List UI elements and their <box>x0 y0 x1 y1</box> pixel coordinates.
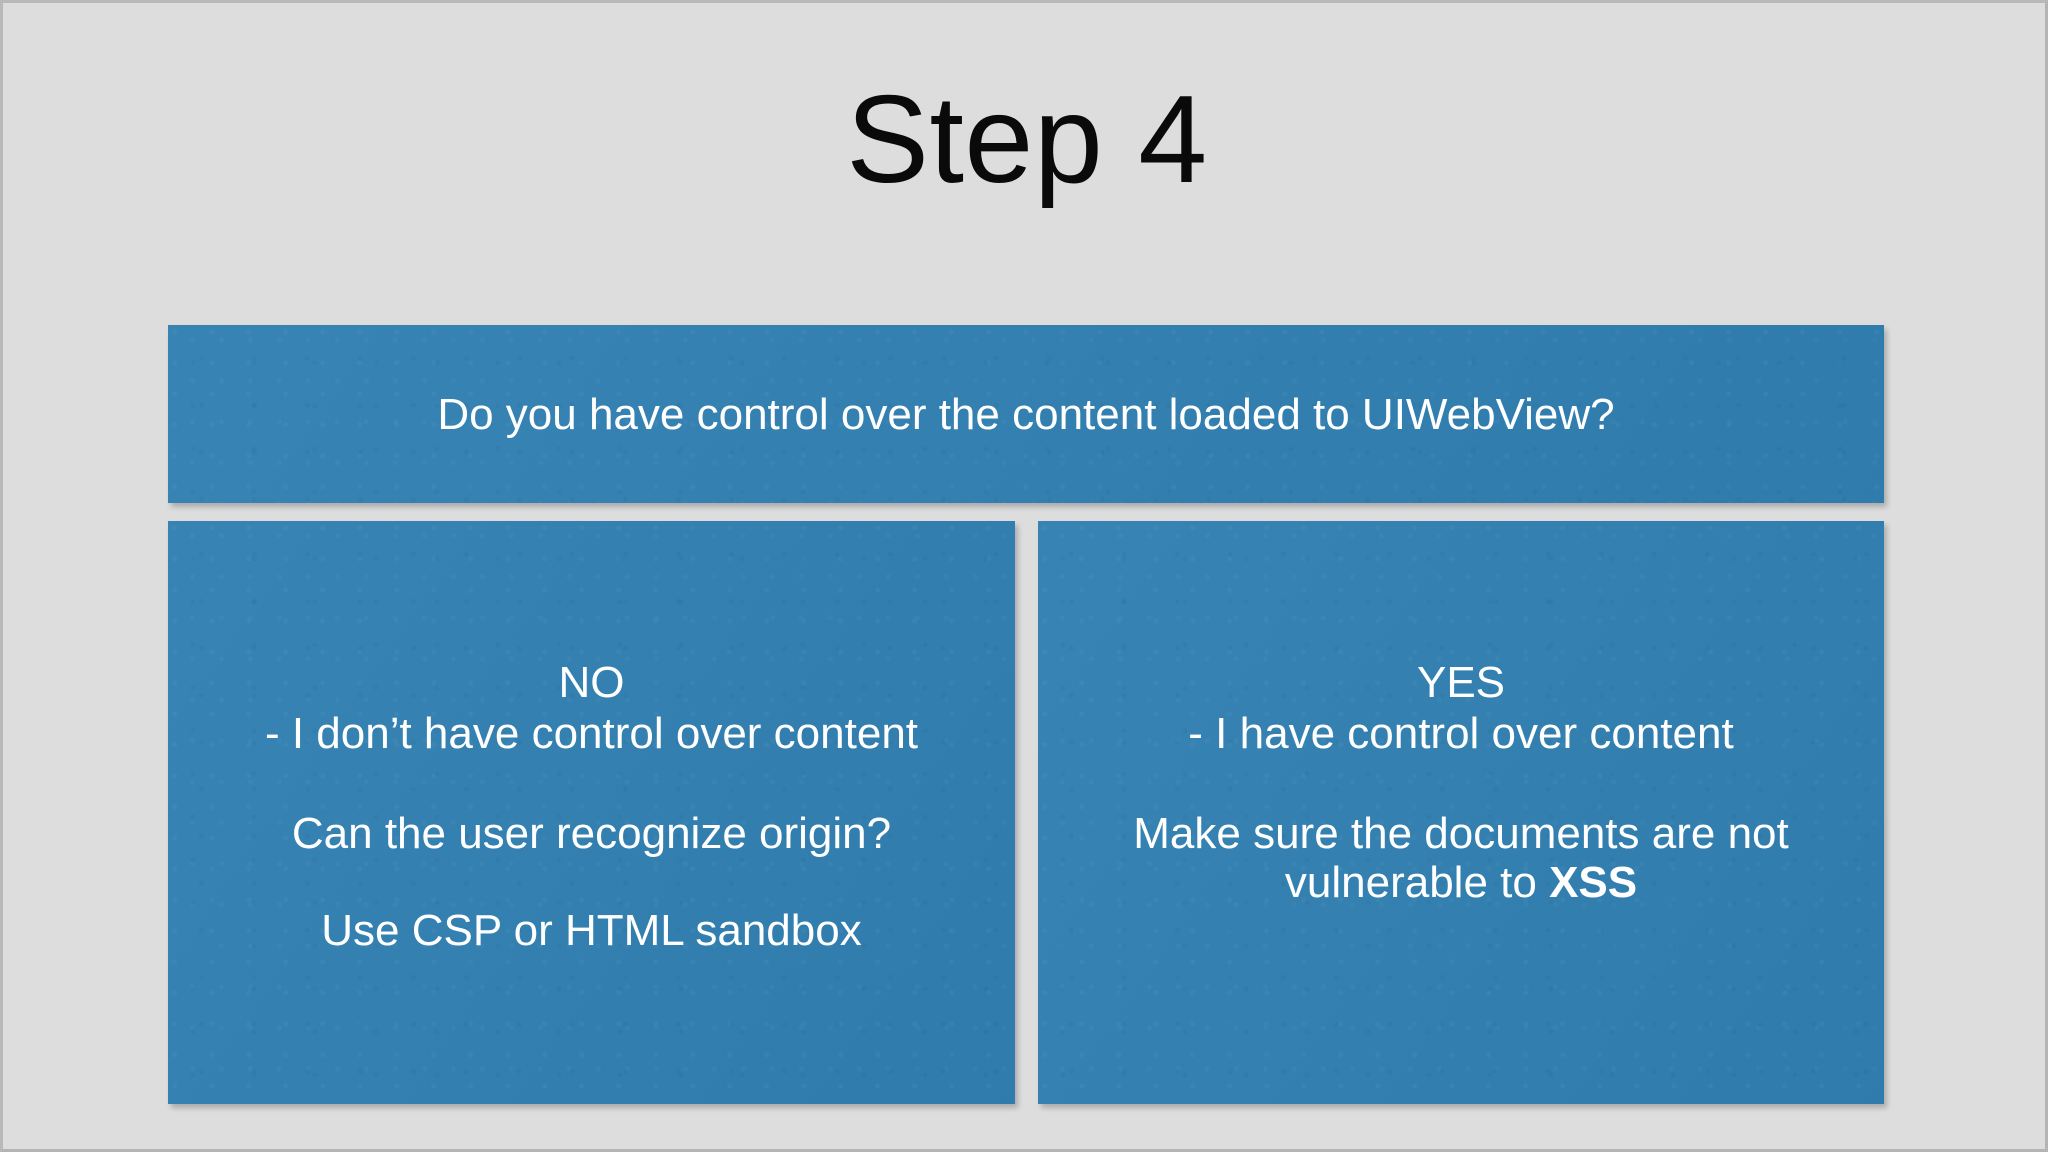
branch-yes-recommendation-emphasis: XSS <box>1549 857 1638 907</box>
branch-yes-body: YES - I have control over content Make s… <box>1038 521 1884 907</box>
branch-yes-recommendation-line2: vulnerable to XSS <box>1038 858 1884 907</box>
branch-no-answer: NO <box>558 658 625 707</box>
branch-no-recommendation: Use CSP or HTML sandbox <box>321 905 862 955</box>
branch-panel-yes: YES - I have control over content Make s… <box>1038 521 1884 1104</box>
branch-no-spacer-2 <box>168 858 1015 906</box>
branch-yes-recommendation-line1: Make sure the documents are not <box>1133 808 1789 858</box>
question-panel: Do you have control over the content loa… <box>168 325 1884 503</box>
branch-yes-spacer-1 <box>1038 759 1884 809</box>
branch-no-spacer-1 <box>168 759 1015 809</box>
page-title: Step 4 <box>846 71 1208 209</box>
branch-no-followup-question: Can the user recognize origin? <box>291 808 892 858</box>
branch-yes-answer: YES <box>1416 658 1506 707</box>
branch-no-detail: - I don’t have control over content <box>264 709 919 759</box>
question-panel-text: Do you have control over the content loa… <box>437 389 1615 439</box>
branch-panel-no: NO - I don’t have control over content C… <box>168 521 1015 1104</box>
branch-yes-detail: - I have control over content <box>1188 709 1734 759</box>
branch-no-body: NO - I don’t have control over content C… <box>168 521 1015 955</box>
branch-yes-recommendation-prefix: vulnerable to <box>1284 857 1550 907</box>
